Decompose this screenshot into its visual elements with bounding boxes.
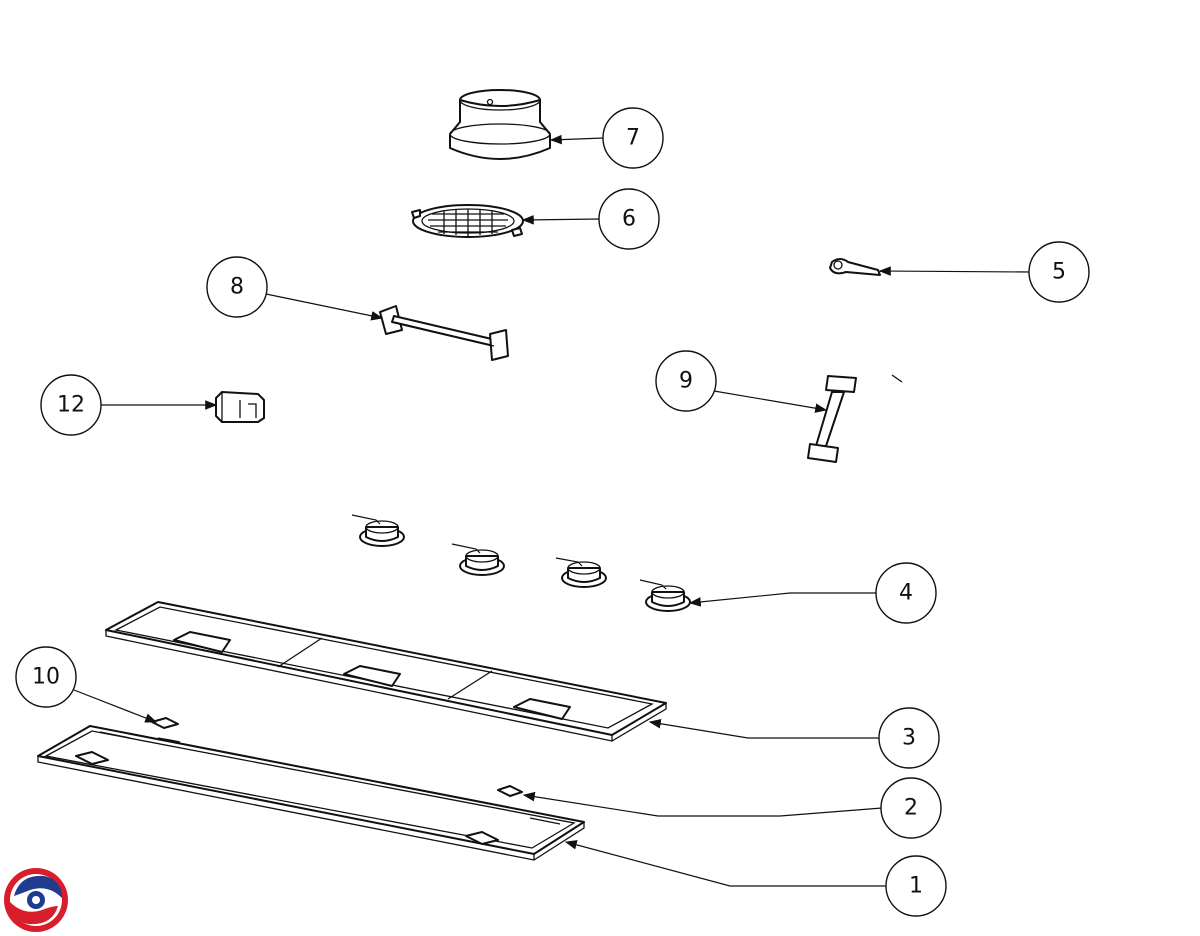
lamp-1 (351, 514, 405, 547)
callout-4-label: 4 (899, 581, 913, 606)
part-12-plug (215, 391, 265, 423)
lamp-2 (451, 543, 505, 576)
callout-9-label: 9 (679, 369, 693, 394)
callout-2: 2 (880, 777, 942, 839)
callout-4: 4 (875, 562, 937, 624)
callout-5: 5 (1028, 241, 1090, 303)
callout-8-label: 8 (230, 275, 244, 300)
callout-10-label: 10 (32, 665, 60, 690)
part-5-clip (829, 258, 881, 276)
callout-2-label: 2 (904, 796, 918, 821)
part-2-clip (497, 785, 523, 797)
brand-logo-icon (4, 868, 68, 932)
callout-9: 9 (655, 350, 717, 412)
callout-10: 10 (15, 646, 77, 708)
callout-5-label: 5 (1052, 260, 1066, 285)
part-4-lamps (351, 514, 691, 612)
part-1-panel (37, 725, 585, 861)
part-7-duct-collar (449, 89, 551, 160)
callout-3-label: 3 (902, 726, 916, 751)
callout-6: 6 (598, 188, 660, 250)
lamp-3 (555, 557, 607, 588)
callout-12: 12 (40, 374, 102, 436)
callout-8: 8 (206, 256, 268, 318)
callout-6-label: 6 (622, 207, 636, 232)
part-8-bracket (379, 305, 509, 361)
part-6-grille (411, 204, 524, 238)
callout-3: 3 (878, 707, 940, 769)
callout-12-label: 12 (57, 393, 85, 418)
part-3-filters (105, 601, 667, 742)
callout-1: 1 (885, 855, 947, 917)
callout-1-label: 1 (909, 874, 923, 899)
callout-7: 7 (602, 107, 664, 169)
callouts: 7 6 5 8 12 9 4 10 (15, 107, 1090, 917)
lamp-4 (639, 579, 691, 612)
part-9-bracket (807, 374, 903, 463)
callout-7-label: 7 (626, 126, 640, 151)
leader-lines (73, 134, 1031, 887)
part-10-clip (151, 717, 181, 743)
